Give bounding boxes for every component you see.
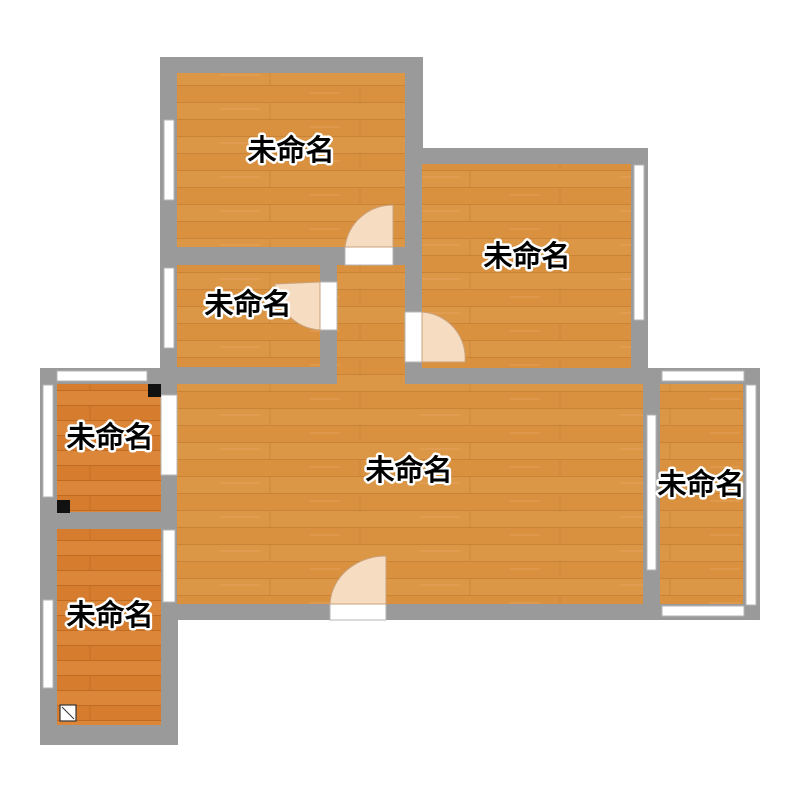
window — [56, 370, 148, 382]
fixtures — [57, 384, 161, 722]
door-swing — [329, 555, 387, 605]
floor-balcony-right — [660, 384, 743, 604]
floor-kitchen — [57, 529, 161, 725]
window — [633, 164, 645, 321]
floor-corridor — [337, 265, 405, 385]
window — [42, 384, 54, 498]
window — [745, 384, 757, 606]
room-label-balcony-left: 未命名 — [66, 420, 153, 454]
room-label-kitchen: 未命名 — [66, 598, 153, 632]
door-swing — [274, 281, 321, 331]
floor-balcony-left — [57, 384, 161, 512]
window — [163, 267, 175, 349]
room-labels: 未命名 未命名 未命名 未命名 未命名 未命名 未命名 — [64, 131, 747, 635]
room-label-bedroom-right: 未命名 — [483, 239, 570, 273]
door-swing — [421, 311, 466, 363]
door-swing — [344, 204, 394, 248]
window — [646, 414, 657, 571]
window — [42, 599, 54, 689]
window — [661, 370, 745, 382]
window — [661, 605, 745, 617]
windows — [42, 119, 757, 689]
column — [148, 384, 161, 397]
floor-living-room — [177, 384, 643, 604]
room-label-small-room: 未命名 — [204, 287, 291, 321]
room-label-bedroom-top-left: 未命名 — [247, 133, 334, 167]
room-label-living-room: 未命名 — [365, 453, 452, 487]
window — [162, 529, 176, 603]
floor-drain-icon — [59, 704, 77, 722]
column — [57, 500, 70, 513]
window — [163, 119, 175, 201]
room-label-balcony-right: 未命名 — [657, 467, 744, 501]
doors — [160, 204, 466, 621]
